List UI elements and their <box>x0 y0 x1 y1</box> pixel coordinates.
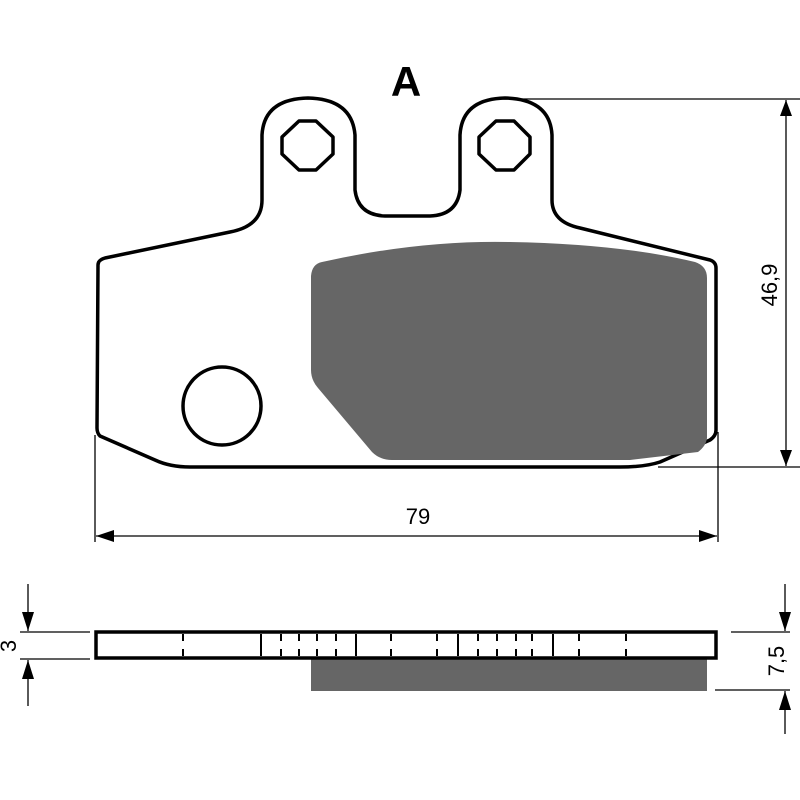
mounting-hole-right <box>477 119 532 172</box>
friction-material <box>311 241 707 460</box>
height-dimension <box>522 98 800 468</box>
side-ticks <box>182 634 627 656</box>
side-view <box>94 630 718 691</box>
side-friction-material <box>311 658 707 691</box>
locator-hole <box>181 365 263 447</box>
width-label: 79 <box>405 504 431 529</box>
side-backplate <box>94 630 718 660</box>
total-thickness-label: 7,5 <box>764 645 789 677</box>
width-dimension <box>94 432 719 542</box>
diagram-title: A <box>390 58 422 105</box>
backplate-thickness-dimension <box>20 584 90 706</box>
mounting-hole-left <box>280 119 335 172</box>
backplate-thickness-label: 3 <box>0 631 22 661</box>
total-thickness-dimension <box>715 584 791 734</box>
height-label: 46,9 <box>757 263 782 307</box>
